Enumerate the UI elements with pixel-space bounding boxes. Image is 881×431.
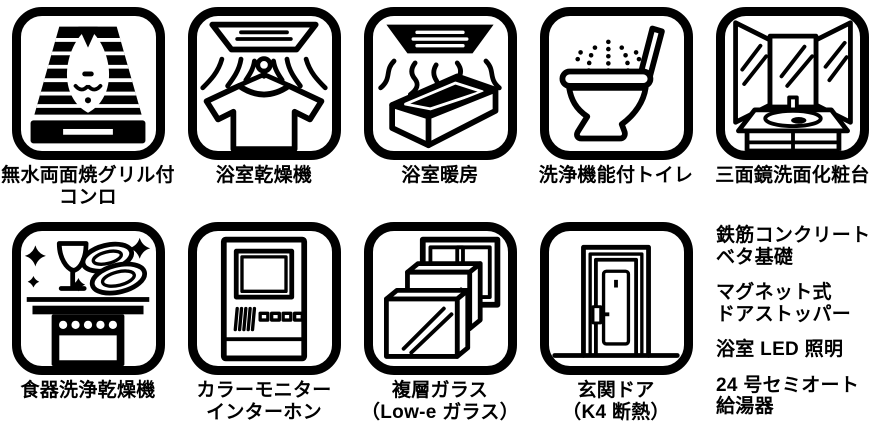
feature-cell-dishwasher: 食器洗浄乾燥機 — [0, 215, 176, 431]
grill-icon — [11, 7, 165, 160]
entrance-door-icon — [539, 222, 693, 375]
feature-text-list: 鉄筋コンクリート ベタ基礎 マグネット式 ドアストッパー 浴室 LED 照明 2… — [704, 215, 881, 431]
list-item-water-heater: 24 号セミオート 給湯器 — [716, 374, 860, 418]
feature-cell-intercom: カラーモニター インターホン — [176, 215, 352, 431]
feature-label: 三面鏡洗面化粧台 — [715, 165, 870, 186]
feature-cell-door: 玄関ドア （K4 断熱） — [528, 215, 704, 431]
feature-label: 洗浄機能付トイレ — [538, 165, 694, 186]
feature-label: 食器洗浄乾燥機 — [20, 380, 156, 401]
washlet-toilet-icon — [539, 7, 693, 160]
triple-mirror-vanity-icon — [716, 7, 869, 160]
feature-cell-bath-dryer: 浴室乾燥機 — [176, 0, 352, 215]
feature-label: 無水両面焼グリル付 コンロ — [1, 165, 175, 208]
feature-label: 浴室暖房 — [401, 165, 479, 186]
feature-label: 玄関ドア （K4 断熱） — [562, 380, 670, 423]
dishwasher-icon — [11, 222, 165, 375]
bath-heater-icon — [363, 7, 517, 160]
feature-cell-vanity: 三面鏡洗面化粧台 — [704, 0, 881, 215]
list-item-door-stopper: マグネット式 ドアストッパー — [716, 282, 852, 325]
list-item-led-light: 浴室 LED 照明 — [716, 339, 844, 360]
feature-cell-washlet: 洗浄機能付トイレ — [528, 0, 704, 215]
feature-label: 複層ガラス （Low-e ガラス） — [360, 380, 520, 423]
bath-dryer-icon — [187, 7, 341, 160]
double-glazing-icon — [363, 222, 517, 375]
feature-cell-grill: 無水両面焼グリル付 コンロ — [0, 0, 176, 215]
feature-label: 浴室乾燥機 — [215, 165, 313, 186]
feature-label: カラーモニター インターホン — [196, 380, 332, 423]
feature-cell-bath-heater: 浴室暖房 — [352, 0, 528, 215]
color-monitor-intercom-icon — [187, 222, 341, 375]
list-item-foundation: 鉄筋コンクリート ベタ基礎 — [716, 225, 871, 268]
feature-cell-glass: 複層ガラス （Low-e ガラス） — [352, 215, 528, 431]
